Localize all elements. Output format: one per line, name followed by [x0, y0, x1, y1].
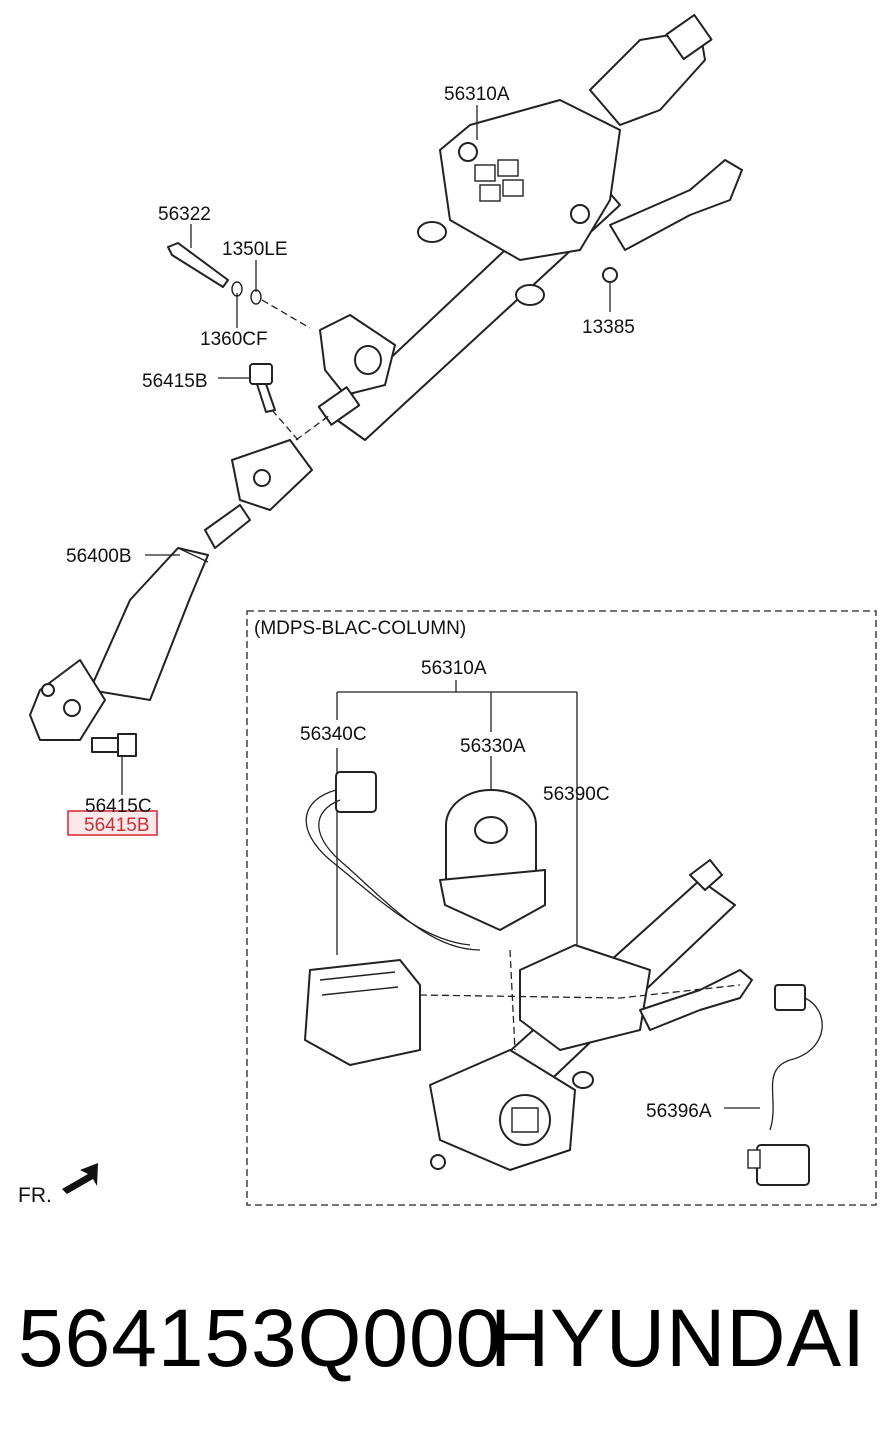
steering-column-upper	[317, 13, 743, 441]
callout-56400B: 56400B	[66, 546, 132, 567]
bolt-56415C	[91, 733, 137, 757]
brand-name: HYUNDAI	[489, 1293, 866, 1384]
callout-56415B-highlight: 56415B	[84, 815, 150, 836]
parts-diagram: 56310A 56322 1350LE 1360CF 13385 56415B …	[18, 13, 877, 1207]
bolt-56415B	[249, 363, 299, 441]
column-assembly-inset	[429, 859, 753, 1171]
callout-56330A: 56330A	[460, 736, 526, 757]
bolt-56322	[167, 242, 311, 329]
callout-56396A: 56396A	[646, 1101, 712, 1122]
callout-56310A-top: 56310A	[444, 84, 510, 105]
intermediate-shaft-56400B	[29, 414, 331, 741]
highlight-box	[67, 810, 158, 836]
front-label: FR.	[18, 1184, 52, 1207]
callout-56415B: 56415B	[142, 371, 208, 392]
callout-56390C: 56390C	[543, 784, 610, 805]
front-arrow-icon	[62, 1163, 98, 1194]
callout-56322: 56322	[158, 204, 211, 225]
callout-56310A-inset: 56310A	[421, 658, 487, 679]
motor-56330A	[439, 789, 546, 931]
footer: 564153Q000 HYUNDAI	[0, 1290, 886, 1430]
callout-13385: 13385	[582, 317, 635, 338]
callout-1350LE: 1350LE	[222, 239, 288, 260]
ecu-module	[304, 959, 421, 1066]
part-number: 564153Q000	[18, 1293, 503, 1384]
callout-56415C: 56415C	[85, 796, 152, 817]
harness-56340C	[305, 771, 481, 951]
inset-title: (MDPS-BLAC-COLUMN)	[254, 618, 466, 639]
callout-1360CF: 1360CF	[200, 329, 268, 350]
harness-56396A	[747, 984, 823, 1186]
callout-56340C: 56340C	[300, 724, 367, 745]
inset-frame	[246, 610, 877, 1206]
